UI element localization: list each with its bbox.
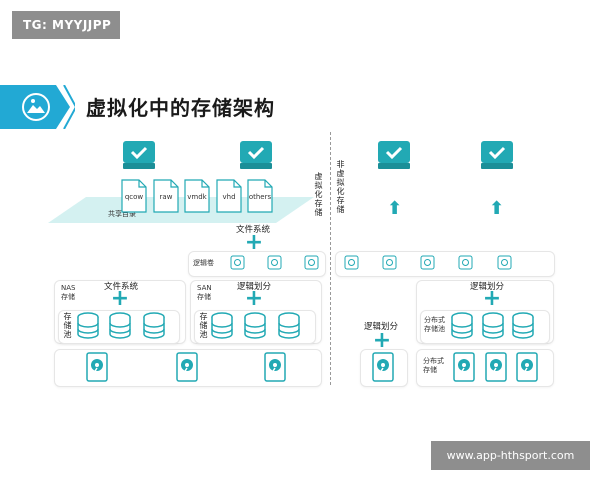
format-doc-vhd: vhd <box>216 179 242 217</box>
hard-disk-icon <box>372 352 394 382</box>
database-icon <box>482 312 504 339</box>
plus-icon: + <box>372 328 392 353</box>
volume-icon <box>304 255 319 270</box>
vm-drive-icon <box>378 141 410 169</box>
vm-drive-icon <box>240 141 272 169</box>
watermark-top: TG: MYYJJPP <box>12 11 120 39</box>
database-icon <box>451 312 473 339</box>
plus-icon: + <box>482 286 502 311</box>
storage-pool-label: 存储池 <box>63 312 72 339</box>
shared-directory-plane <box>48 197 314 223</box>
distributed-pool-label: 分布式 存储池 <box>424 316 445 333</box>
file-system-top-label: 文件系统 <box>236 225 271 235</box>
volume-icon <box>267 255 282 270</box>
logical-partition-label: 逻辑划分 <box>364 322 399 332</box>
plus-icon: + <box>244 230 264 255</box>
distributed-storage-label: 分布式 存储 <box>423 357 444 374</box>
nas-label: NAS 存储 <box>61 284 76 301</box>
storage-pool-label: 存储池 <box>199 312 208 339</box>
hard-disk-icon <box>453 352 475 382</box>
format-doc-raw: raw <box>153 179 179 217</box>
logical-volume-panel <box>188 251 326 277</box>
hard-disk-icon <box>516 352 538 382</box>
database-icon <box>244 312 266 339</box>
logical-volume-label: 逻辑卷 <box>193 259 214 267</box>
non-virtualized-storage-label: 非虚拟化存储 <box>336 160 345 214</box>
volume-icon <box>497 255 512 270</box>
database-icon <box>211 312 233 339</box>
vm-drive-icon <box>123 141 155 169</box>
distributed-partition-label: 逻辑划分 <box>470 282 505 292</box>
volume-icon <box>344 255 359 270</box>
hard-disk-icon <box>86 352 108 382</box>
divider <box>330 132 331 385</box>
watermark-bottom: www.app-hthsport.com <box>431 441 590 470</box>
format-doc-vmdk: vmdk <box>184 179 210 217</box>
database-icon <box>143 312 165 339</box>
database-icon <box>512 312 534 339</box>
format-doc-qcow: qcow <box>121 179 147 217</box>
san-label: SAN 存储 <box>197 284 212 301</box>
database-icon <box>278 312 300 339</box>
virtualized-storage-label: 虚拟化存储 <box>314 172 323 217</box>
hard-disk-icon <box>176 352 198 382</box>
volume-icon <box>382 255 397 270</box>
shared-dir-label: 共享目录 <box>108 210 136 218</box>
format-doc-others: others <box>247 179 273 217</box>
volume-icon <box>230 255 245 270</box>
title-banner-icon <box>0 85 75 129</box>
arrow-up-icon: ⬆ <box>387 198 403 219</box>
arrow-up-icon: ⬆ <box>489 198 505 219</box>
volume-icon <box>420 255 435 270</box>
vm-drive-icon <box>481 141 513 169</box>
nas-file-system-label: 文件系统 <box>104 282 139 292</box>
volume-icon <box>458 255 473 270</box>
database-icon <box>109 312 131 339</box>
san-partition-label: 逻辑划分 <box>237 282 272 292</box>
plus-icon: + <box>244 286 264 311</box>
hard-disk-icon <box>264 352 286 382</box>
hard-disk-icon <box>485 352 507 382</box>
plus-icon: + <box>110 286 130 311</box>
logical-volume-panel-right <box>335 251 555 277</box>
page-title: 虚拟化中的存储架构 <box>86 96 275 120</box>
database-icon <box>77 312 99 339</box>
